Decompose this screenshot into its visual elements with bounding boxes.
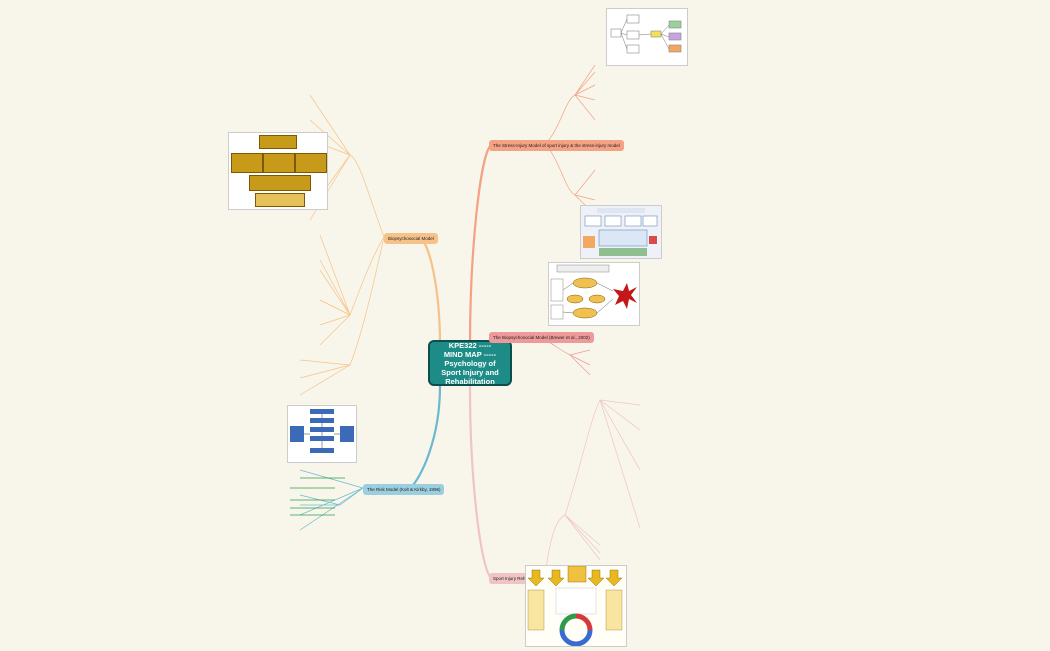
rehab-model-image — [525, 565, 627, 647]
bps-box-lower — [249, 175, 311, 191]
stress-injury-model-image — [580, 205, 662, 259]
central-line5: Rehabilitation — [445, 376, 495, 386]
bps-box-top — [259, 135, 297, 149]
topic-risk-model[interactable]: The Risk Model (Kolt & Kirkby, 1996) — [363, 484, 445, 495]
bps-box-bottom — [255, 193, 305, 207]
left2-subbranches — [299, 469, 364, 531]
central-code: KPE322 ----- — [448, 340, 492, 350]
left2-green-lines — [290, 477, 345, 516]
brewer-model-image — [548, 262, 640, 326]
bps-box-left — [231, 153, 263, 173]
risk-model-graphic — [290, 409, 354, 453]
bps-box-right — [295, 153, 327, 173]
right3-subbranches — [544, 399, 641, 576]
branch-right1 — [468, 145, 491, 346]
flowchart-image-top-graphic — [610, 14, 682, 54]
stress-injury-model-graphic — [581, 206, 661, 258]
central-line3: Psychology of — [444, 358, 496, 368]
topic-biopsychosocial-brewer[interactable]: The Biopsychosocial Model (Brewer et al.… — [489, 332, 594, 343]
biopsychosocial-model-image — [228, 132, 328, 210]
left1-subbranches — [299, 94, 385, 396]
central-line4: Sport Injury and — [441, 367, 499, 377]
bps-box-center — [263, 153, 295, 173]
central-line2: MIND MAP ----- — [443, 349, 497, 359]
rehab-model-graphic — [527, 565, 623, 647]
branch-right3 — [468, 385, 491, 578]
central-topic[interactable]: KPE322 ----- MIND MAP ----- Psychology o… — [428, 340, 512, 386]
branch-left1 — [419, 236, 442, 346]
topic-rehabilitation[interactable]: Sport Injury Rehabilitation — [489, 573, 549, 584]
topic-biopsychosocial-model[interactable]: Biopsychosocial Model — [384, 233, 438, 244]
risk-model-image — [287, 405, 357, 463]
branch-left2 — [409, 385, 442, 489]
flowchart-image-top — [606, 8, 688, 66]
brewer-model-graphic — [550, 264, 637, 320]
topic-stress-injury-model[interactable]: The Stress-Injury Model of sport injury … — [489, 140, 624, 151]
